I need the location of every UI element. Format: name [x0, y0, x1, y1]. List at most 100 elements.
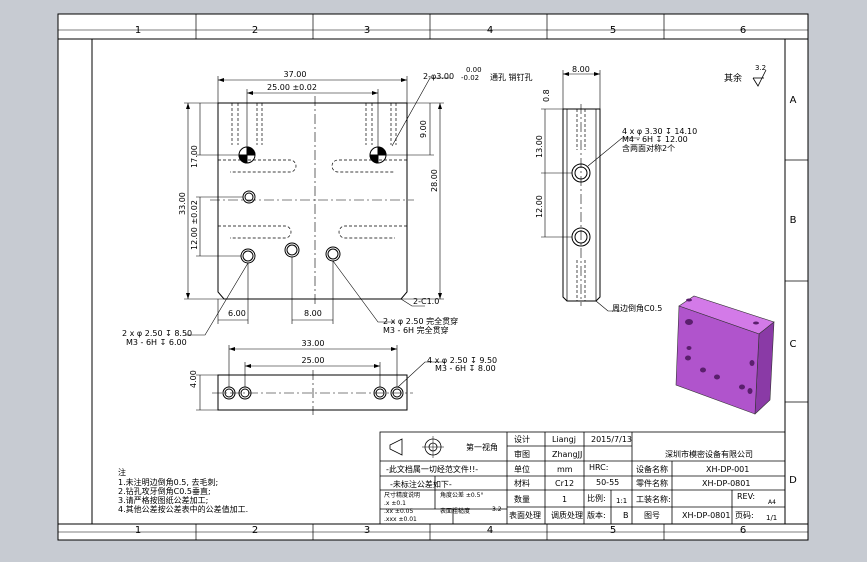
- left-hole-callout-2: M3 - 6H ↧ 6.00: [126, 338, 187, 347]
- label-surface-treat: 表面处理: [509, 510, 541, 520]
- hardness-value: 50-55: [596, 478, 619, 487]
- warning-text: -此文档属一切经范文件!!-: [386, 464, 478, 474]
- value-equip-name: XH-DP-001: [706, 465, 749, 474]
- col-label-1-bottom: 1: [135, 525, 141, 536]
- roughness-value: 3.2: [755, 64, 766, 72]
- value-rev: A4: [768, 499, 776, 506]
- label-scale: 比例:: [587, 493, 606, 503]
- zone-ticks: [195, 14, 808, 540]
- value-date: 2015/7/13: [591, 435, 632, 444]
- col-label-1: 1: [135, 25, 141, 36]
- right-hole-callout-1: 2 x φ 2.50 完全贯穿: [383, 316, 458, 326]
- note-line-1: 1.未注明边倒角0.5, 去毛刺;: [118, 477, 218, 487]
- bottom-callout-2: M3 - 6H ↧ 8.00: [435, 364, 496, 373]
- surface-roughness: 3.2: [492, 506, 502, 513]
- col-label-3-bottom: 3: [364, 525, 370, 536]
- dowel-tol-lower: -0.02: [461, 74, 479, 82]
- dim-9: 9.00: [419, 120, 428, 138]
- note-line-4: 4.其他公差按公差表中的公差值加工.: [118, 504, 248, 514]
- zone-labels: 1 2 3 4 5 6 1 2 3 4 5 6 A B C D: [135, 25, 797, 536]
- dim-28: 28.00: [430, 169, 439, 192]
- value-drawing-no: XH-DP-0801: [682, 511, 730, 520]
- side-callout-2: M4 - 6H ↧ 12.00: [622, 135, 688, 144]
- front-view-dims: 37.00 25.00 ±0.02 2-φ3.00 0.00 -0.02 通孔 …: [122, 66, 533, 347]
- label-qty: 数量: [514, 494, 530, 504]
- dowel-tol-upper: 0.00: [466, 66, 482, 74]
- note-line-3: 3.请严格按图纸公差加工;: [118, 495, 208, 505]
- col-label-6-bottom: 6: [740, 525, 746, 536]
- dim-33: 33.00: [178, 192, 187, 215]
- notes-block: 注 1.未注明边倒角0.5, 去毛刺; 2.钻孔攻牙倒角C0.5垂直; 3.请严…: [118, 467, 248, 514]
- left-hole-callout-1: 2 x φ 2.50 ↧ 8.50: [122, 329, 192, 338]
- label-part-name: 零件名称: [636, 478, 668, 488]
- dowel-callout: 2-φ3.00: [423, 72, 454, 81]
- side-callout-3: 含两面对称2个: [622, 143, 675, 153]
- label-design: 设计: [514, 434, 530, 444]
- tol-row-3: .xxx ±0.01: [384, 516, 417, 523]
- value-scale: 1:1: [616, 497, 627, 505]
- roughness-symbol: [752, 69, 767, 87]
- value-qty: 1: [562, 495, 567, 504]
- tol-title: -未标注公差如下-: [390, 479, 452, 489]
- bottom-dim-4: 4.00: [189, 370, 198, 388]
- surface-label: 表面粗糙度: [440, 507, 470, 515]
- title-block-text: 第一视角 -此文档属一切经范文件!!- -未标注公差如下- 尺寸精度说明 角度公…: [384, 434, 777, 523]
- dim-25-tol: 25.00 ±0.02: [267, 83, 317, 92]
- side-callout-1: 4 x φ 3.30 ↧ 14.10: [622, 127, 697, 136]
- dim-6: 6.00: [228, 309, 246, 318]
- label-proc-name: 工装名称:: [636, 494, 671, 504]
- dim-12-tol: 12.00 ±0.02: [190, 200, 199, 250]
- value-designer: Liangj: [552, 435, 576, 444]
- col-label-3: 3: [364, 25, 370, 36]
- side-view-dims: 8.00 0.8 13.00 12.00 4 x φ 3.30 ↧ 14.10 …: [535, 64, 766, 313]
- bottom-callout-1: 4 x φ 2.50 ↧ 9.50: [427, 356, 497, 365]
- isometric-part: [675, 295, 775, 415]
- company-name: 深圳市模密设备有限公司: [665, 449, 753, 459]
- row-label-b: B: [790, 215, 797, 226]
- value-unit: mm: [557, 465, 573, 474]
- bottom-view: [196, 345, 445, 415]
- dim-8: 8.00: [304, 309, 322, 318]
- dowel-suffix: 通孔 销钉孔: [490, 72, 533, 82]
- tol-header: 尺寸精度说明: [384, 491, 420, 499]
- dim-37: 37.00: [284, 70, 307, 79]
- value-part-name: XH-DP-0801: [702, 479, 750, 488]
- roughness-label: 其余: [724, 72, 742, 84]
- label-drawing-no: 图号: [644, 511, 660, 520]
- col-label-4-bottom: 4: [487, 525, 493, 536]
- col-label-5: 5: [610, 25, 616, 36]
- label-unit: 单位: [514, 464, 530, 474]
- label-rev: REV:: [737, 492, 755, 501]
- bottom-dim-25: 25.00: [302, 356, 325, 365]
- value-reviewer: ZhangJJ: [552, 450, 582, 459]
- tol-row-1: .x ±0.1: [384, 500, 406, 507]
- bottom-dim-33: 33.00: [302, 339, 325, 348]
- chamfer-label: 2-C1.0: [413, 297, 439, 306]
- bottom-view-dims: 33.00 25.00 4.00 4 x φ 2.50 ↧ 9.50 M3 - …: [189, 339, 497, 388]
- value-version: B: [623, 511, 629, 520]
- row-label-c: C: [790, 339, 797, 350]
- dim-17: 17.00: [190, 145, 199, 168]
- side-view: [541, 69, 767, 312]
- label-review: 审图: [514, 449, 530, 459]
- label-equip-name: 设备名称: [636, 464, 668, 474]
- col-label-2-bottom: 2: [252, 525, 258, 536]
- label-version: 版本:: [587, 510, 606, 520]
- col-label-2: 2: [252, 25, 258, 36]
- tol-row-2: .xx ±0.05: [384, 508, 413, 515]
- col-label-6: 6: [740, 25, 746, 36]
- side-dim-13: 13.00: [535, 135, 544, 158]
- label-page: 页码:: [735, 511, 754, 520]
- row-label-d: D: [789, 475, 797, 486]
- value-surface-treat: 调质处理: [551, 510, 583, 520]
- notes-title: 注: [118, 467, 126, 477]
- side-dim-08: 0.8: [542, 89, 551, 102]
- title-block: [379, 431, 786, 525]
- value-material: Cr12: [555, 479, 574, 488]
- label-material: 材料: [514, 478, 530, 488]
- side-dim-8: 8.00: [572, 65, 590, 74]
- tol-angle: 角度公差 ±0.5°: [440, 491, 483, 499]
- right-hole-callout-2: M3 - 6H 完全贯穿: [383, 325, 449, 335]
- edge-chamfer-note: 周边倒角C0.5: [612, 303, 662, 313]
